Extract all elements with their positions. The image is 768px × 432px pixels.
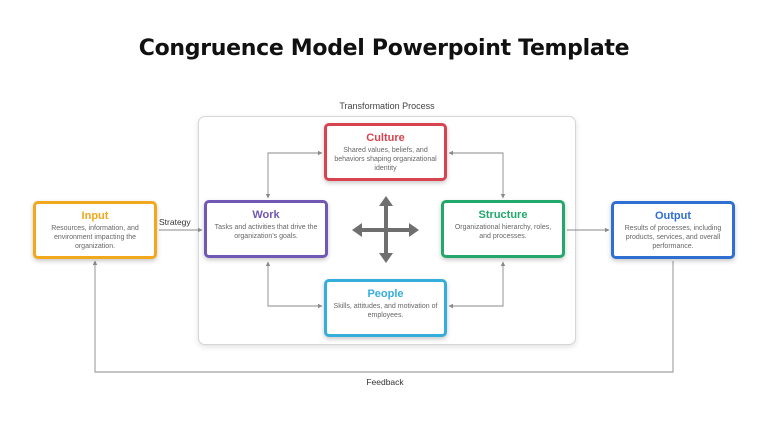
- culture-work-connector: [265, 150, 323, 199]
- culture-box: Culture Shared values, beliefs, and beha…: [324, 123, 447, 181]
- structure-description: Organizational hierarchy, roles, and pro…: [454, 224, 552, 240]
- people-title: People: [367, 288, 404, 300]
- structure-title: Structure: [478, 209, 528, 221]
- culture-description: Shared values, beliefs, and behaviors sh…: [334, 147, 437, 172]
- input-title: Input: [81, 210, 109, 222]
- slide-title: Congruence Model Powerpoint Template: [138, 36, 630, 61]
- four-way-arrow-icon: [352, 196, 419, 263]
- structure-people-connector: [448, 261, 506, 309]
- people-description: Skills, attitudes, and motivation of emp…: [333, 303, 438, 319]
- culture-title: Culture: [366, 132, 405, 144]
- output-box: Output Results of processes, including p…: [611, 201, 735, 259]
- input-box: Input Resources, information, and enviro…: [33, 201, 157, 259]
- strategy-label: Strategy: [159, 217, 191, 227]
- culture-structure-connector: [448, 150, 506, 199]
- feedback-label: Feedback: [366, 377, 404, 387]
- output-description: Results of processes, including products…: [624, 225, 722, 250]
- work-box: Work Tasks and activities that drive the…: [204, 200, 328, 258]
- output-title: Output: [654, 210, 692, 222]
- structure-box: Structure Organizational hierarchy, role…: [441, 200, 565, 258]
- input-description: Resources, information, and environment …: [51, 225, 139, 250]
- transformation-process-label: Transformation Process: [339, 101, 435, 111]
- work-description: Tasks and activities that drive the orga…: [214, 224, 318, 240]
- feedback-loop: [92, 260, 674, 373]
- work-people-connector: [265, 261, 323, 309]
- work-title: Work: [252, 209, 280, 221]
- people-box: People Skills, attitudes, and motivation…: [324, 279, 447, 337]
